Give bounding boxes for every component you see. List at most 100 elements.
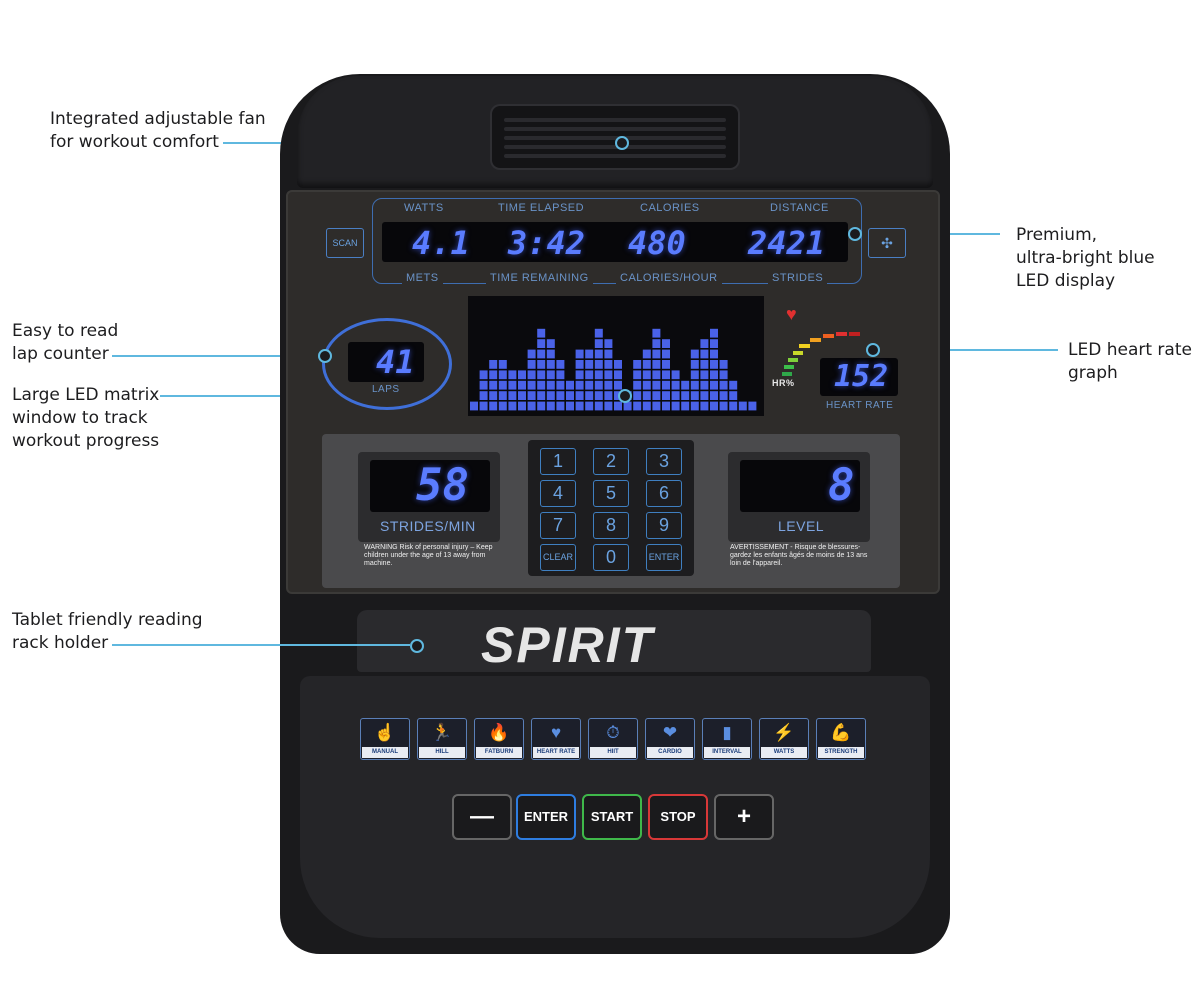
matrix-cell: [498, 370, 507, 380]
key-4[interactable]: 4: [540, 480, 576, 507]
key-3[interactable]: 3: [646, 448, 682, 475]
matrix-cell: [518, 391, 526, 400]
matrix-cell: [489, 391, 498, 400]
watts-value: 4.1: [412, 224, 470, 262]
matrix-cell: [527, 391, 536, 400]
matrix-cell: [710, 391, 718, 400]
label-mets: METS: [402, 272, 443, 284]
matrix-cell: [537, 360, 546, 369]
matrix-cell: [614, 401, 622, 411]
matrix-cell: [604, 391, 613, 400]
callout-heart: LED heart rate graph: [1068, 340, 1192, 383]
callout-dot-fan: [615, 136, 629, 150]
matrix-cell: [575, 401, 584, 411]
level-display: 8: [740, 460, 860, 512]
program-heart-rate-button[interactable]: ♥HEART RATE: [531, 718, 581, 760]
matrix-cell: [498, 380, 507, 390]
key-1[interactable]: 1: [540, 448, 576, 475]
level-label: LEVEL: [778, 518, 825, 534]
key-8[interactable]: 8: [593, 512, 629, 539]
control-deck: ☝MANUAL🏃HILL🔥FATBURN♥HEART RATE ⏱ HIIT ❤CAR…: [300, 676, 930, 938]
program-manual-button[interactable]: ☝MANUAL: [360, 718, 410, 760]
callout-fan: Integrated adjustable fan for workout co…: [50, 109, 266, 152]
matrix-cell: [671, 380, 680, 390]
label-time-elapsed: TIME ELAPSED: [494, 202, 589, 214]
matrix-cell: [508, 391, 517, 400]
label-strides: STRIDES: [768, 272, 828, 284]
key-6[interactable]: 6: [646, 480, 682, 507]
program-cardio-button[interactable]: ❤CARDIO: [645, 718, 695, 760]
matrix-cell: [604, 380, 613, 390]
matrix-cell: [585, 370, 594, 380]
matrix-cell: [623, 401, 632, 411]
program-label: FATBURN: [476, 747, 522, 758]
spirit-logo: SPIRIT: [481, 617, 655, 673]
matrix-cell: [614, 360, 622, 369]
matrix-cell: [575, 391, 584, 400]
program-watts-button[interactable]: ⚡WATTS: [759, 718, 809, 760]
matrix-cell: [652, 339, 661, 348]
keypad: 1 2 3 4 5 6 7 8 9 CLEAR 0 ENTER: [528, 440, 694, 576]
matrix-cell: [710, 360, 718, 369]
matrix-graph: [470, 328, 757, 411]
program-hiit-icon: ⏱: [606, 723, 620, 742]
key-5[interactable]: 5: [593, 480, 629, 507]
key-0[interactable]: 0: [593, 544, 629, 571]
label-calories: CALORIES: [636, 202, 704, 214]
program-label: HILL: [419, 747, 465, 758]
matrix-cell: [479, 391, 488, 400]
matrix-cell: [604, 370, 613, 380]
plus-button[interactable]: +: [714, 794, 774, 840]
matrix-cell: [681, 380, 690, 390]
program-hiit-button[interactable]: ⏱ HIIT: [588, 718, 638, 760]
program-hill-button[interactable]: 🏃HILL: [417, 718, 467, 760]
matrix-cell: [700, 401, 709, 411]
matrix-cell: [575, 360, 584, 369]
matrix-cell: [566, 380, 574, 390]
matrix-cell: [642, 391, 651, 400]
stop-button[interactable]: STOP: [648, 794, 708, 840]
matrix-cell: [662, 349, 670, 359]
calories-value: 480: [628, 224, 686, 262]
scan-button[interactable]: SCAN: [326, 228, 364, 258]
program-fatburn-button[interactable]: 🔥FATBURN: [474, 718, 524, 760]
matrix-cell: [690, 360, 699, 369]
program-manual-icon: ☝: [374, 723, 396, 742]
matrix-cell: [479, 370, 488, 380]
program-strength-button[interactable]: 💪STRENGTH: [816, 718, 866, 760]
matrix-cell: [585, 391, 594, 400]
matrix-cell: [594, 328, 603, 338]
fan-grille[interactable]: [492, 106, 738, 168]
matrix-cell: [642, 349, 651, 359]
key-9[interactable]: 9: [646, 512, 682, 539]
key-2[interactable]: 2: [593, 448, 629, 475]
minus-button[interactable]: —: [452, 794, 512, 840]
matrix-cell: [710, 339, 718, 348]
program-label: WATTS: [761, 747, 807, 758]
laps-value: 41: [376, 343, 415, 381]
level-value: 8: [828, 460, 855, 511]
callout-matrix: Large LED matrix window to track workout…: [12, 385, 160, 451]
program-label: HIIT: [590, 747, 636, 758]
start-button[interactable]: START: [582, 794, 642, 840]
matrix-cell: [719, 380, 728, 390]
key-clear[interactable]: CLEAR: [540, 544, 576, 571]
program-strength-icon: 💪: [830, 723, 852, 742]
matrix-cell: [652, 349, 661, 359]
matrix-cell: [671, 391, 680, 400]
matrix-cell: [633, 401, 642, 411]
matrix-cell: [546, 391, 555, 400]
program-interval-button[interactable]: ▮INTERVAL: [702, 718, 752, 760]
matrix-cell: [642, 370, 651, 380]
matrix-cell: [633, 360, 642, 369]
matrix-cell: [537, 391, 546, 400]
enter-button[interactable]: ENTER: [516, 794, 576, 840]
callout-rack: Tablet friendly reading rack holder: [12, 610, 203, 653]
key-7[interactable]: 7: [540, 512, 576, 539]
matrix-cell: [662, 391, 670, 400]
matrix-cell: [527, 380, 536, 390]
matrix-cell: [681, 391, 690, 400]
matrix-cell: [729, 391, 738, 400]
key-enter[interactable]: ENTER: [646, 544, 682, 571]
fan-button[interactable]: ✣: [868, 228, 906, 258]
